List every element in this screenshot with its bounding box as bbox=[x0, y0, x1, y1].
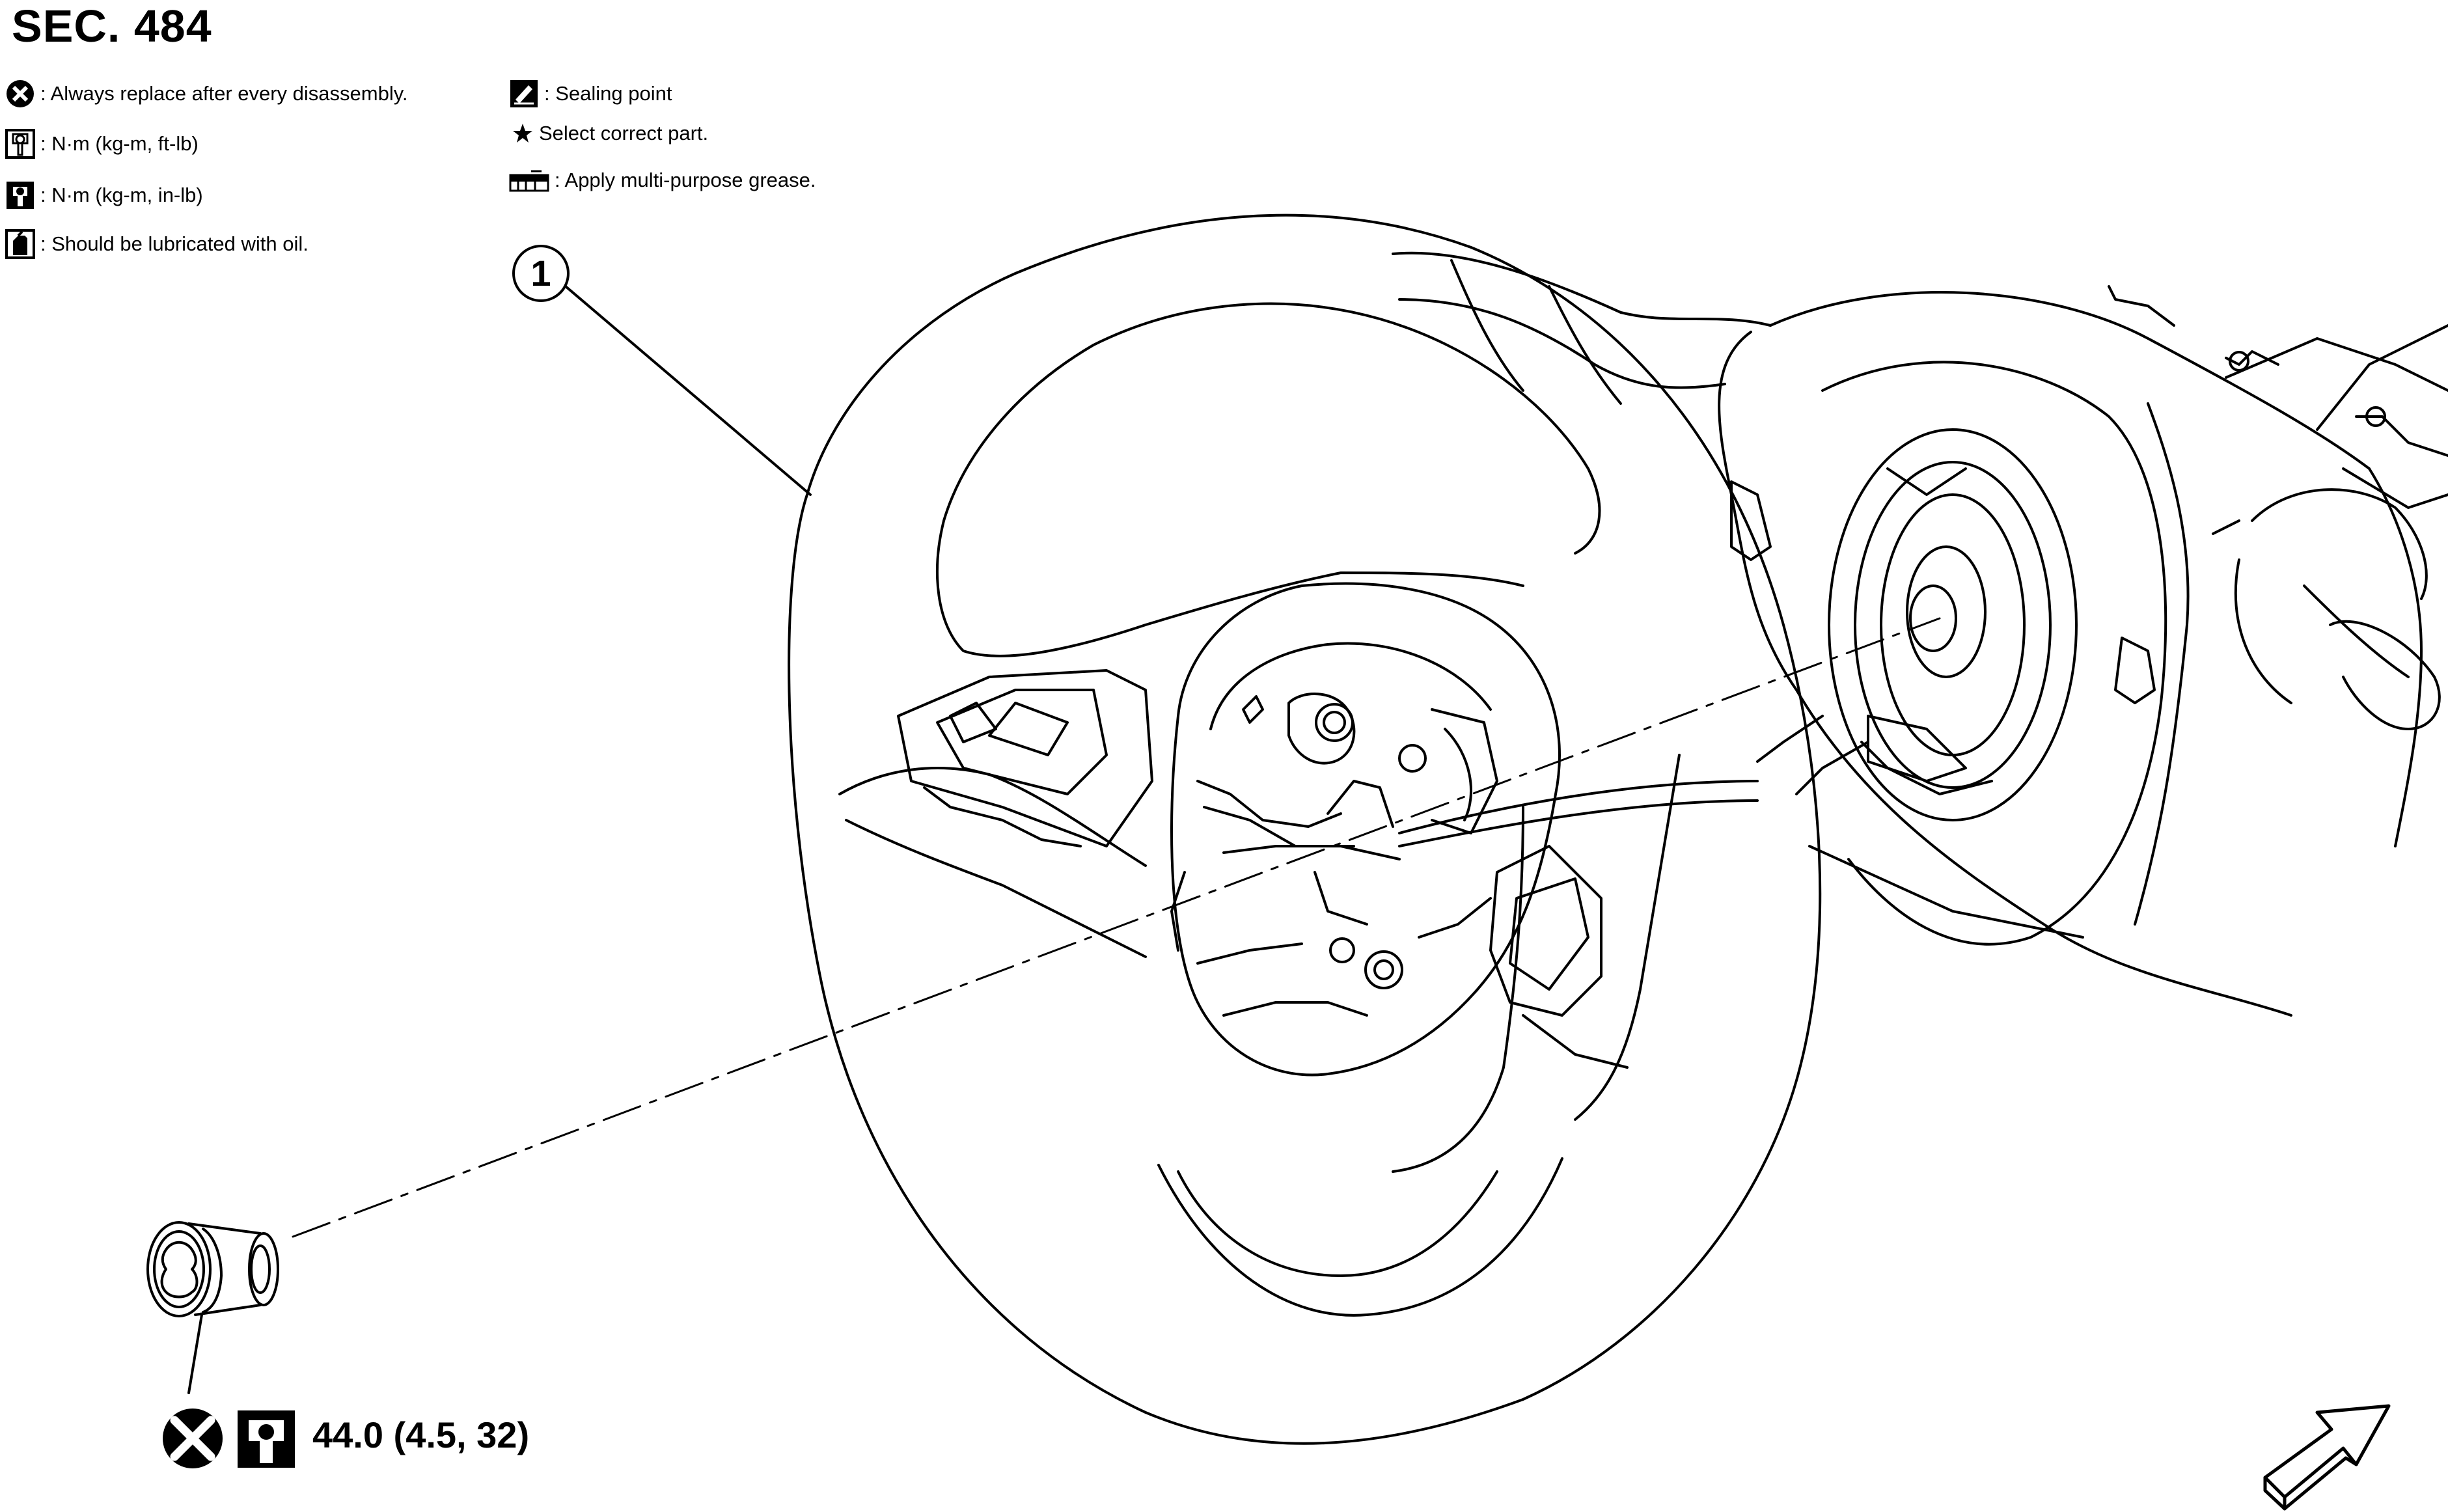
grease-icon bbox=[509, 169, 549, 192]
section-title: SEC. 484 bbox=[12, 1, 212, 51]
legend-item-torque-ft-lb: : N·m (kg-m, ft-lb) bbox=[5, 129, 199, 159]
sealing-point-icon bbox=[509, 79, 539, 109]
legend-item-oil: : Should be lubricated with oil. bbox=[5, 229, 309, 259]
star-icon bbox=[512, 122, 534, 144]
always-replace-icon bbox=[163, 1409, 223, 1468]
legend-text: : N·m (kg-m, ft-lb) bbox=[40, 132, 199, 155]
steering-wheel-bolt bbox=[146, 1221, 279, 1394]
oil-lubricate-icon bbox=[5, 229, 35, 259]
center-axis-line bbox=[292, 617, 1941, 1238]
legend-text: : N·m (kg-m, in-lb) bbox=[40, 184, 203, 206]
legend-item-torque-in-lb: : N·m (kg-m, in-lb) bbox=[5, 180, 203, 210]
legend-text: : Apply multi-purpose grease. bbox=[555, 169, 816, 191]
always-replace-icon bbox=[5, 79, 35, 109]
steering-wheel bbox=[788, 213, 1822, 1445]
callout-number: 1 bbox=[530, 253, 551, 294]
legend-text: : Sealing point bbox=[544, 82, 672, 105]
torque-in-lb-icon bbox=[5, 180, 35, 210]
torque-ft-lb-icon bbox=[238, 1410, 295, 1468]
torque-ft-lb-icon bbox=[5, 129, 35, 159]
legend-item-grease: : Apply multi-purpose grease. bbox=[509, 167, 816, 193]
legend-item-select-part: Select correct part. bbox=[512, 120, 708, 146]
legend-item-always-replace: : Always replace after every disassembly… bbox=[5, 79, 408, 109]
torque-spec-text: 44.0 (4.5, 32) bbox=[312, 1414, 530, 1455]
legend-text: : Always replace after every disassembly… bbox=[40, 82, 408, 105]
legend-item-sealing-point: : Sealing point bbox=[509, 79, 672, 109]
legend-text: : Should be lubricated with oil. bbox=[40, 232, 309, 255]
bolt-torque-callout bbox=[163, 1409, 295, 1468]
steering-column-assembly bbox=[1392, 251, 2448, 1017]
legend-text: Select correct part. bbox=[539, 122, 709, 144]
front-direction-arrow-icon bbox=[2263, 1404, 2391, 1511]
callout-1 bbox=[512, 245, 812, 496]
